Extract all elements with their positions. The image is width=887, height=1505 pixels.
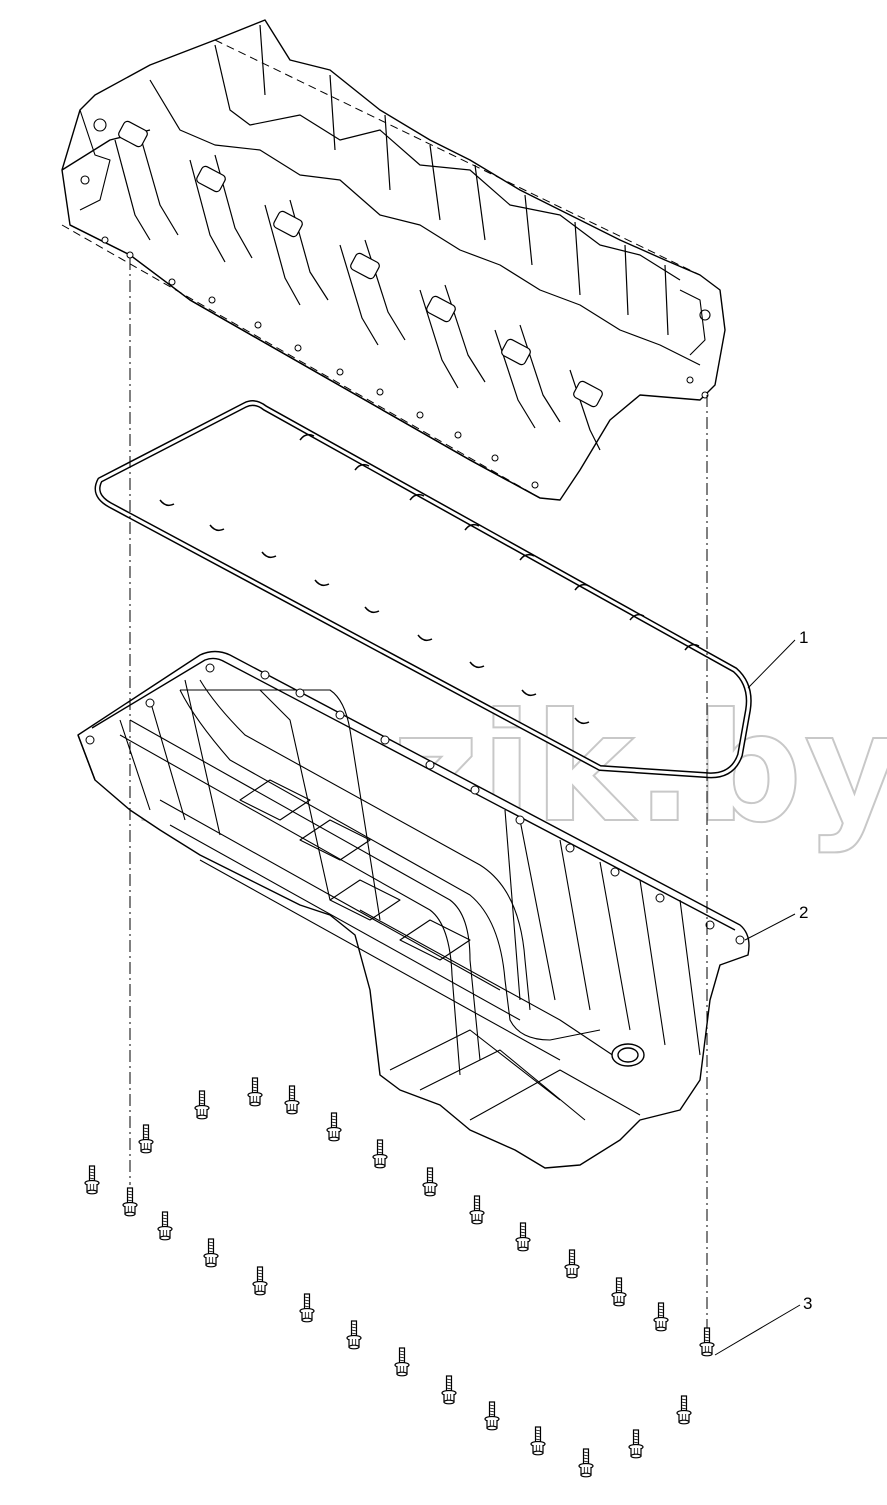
bolt xyxy=(157,1211,173,1241)
callout-1: 1 xyxy=(799,628,808,647)
bolt xyxy=(122,1187,138,1217)
bolt xyxy=(346,1320,362,1350)
bolt xyxy=(194,1090,210,1120)
oil-pan xyxy=(77,650,750,1169)
callout-2: 2 xyxy=(799,903,808,922)
bolt xyxy=(422,1167,438,1197)
engine-block xyxy=(61,19,726,501)
bolt xyxy=(484,1401,500,1431)
bolt xyxy=(469,1195,485,1225)
callout-3: 3 xyxy=(803,1294,812,1313)
bolt xyxy=(564,1249,580,1279)
alignment-lines xyxy=(129,258,708,1335)
bolt xyxy=(84,1165,100,1195)
callout-leaders xyxy=(714,639,801,1356)
bolt xyxy=(699,1327,715,1357)
bolt xyxy=(299,1293,315,1323)
bolt xyxy=(653,1302,669,1332)
bolt xyxy=(247,1077,263,1107)
bolt xyxy=(203,1238,219,1268)
bolt xyxy=(515,1222,531,1252)
bolt xyxy=(326,1112,342,1142)
bolt xyxy=(530,1426,546,1456)
bolt xyxy=(284,1085,300,1115)
bolt xyxy=(138,1124,154,1154)
bolt xyxy=(372,1139,388,1169)
oil-pan-gasket xyxy=(94,400,752,779)
bolt xyxy=(394,1347,410,1377)
bolt xyxy=(628,1429,644,1459)
bolt xyxy=(611,1277,627,1307)
bolt xyxy=(676,1395,692,1425)
bolt xyxy=(252,1266,268,1296)
bolt xyxy=(578,1448,594,1478)
bolt xyxy=(441,1375,457,1405)
oil-pan-bolts xyxy=(84,1077,715,1478)
